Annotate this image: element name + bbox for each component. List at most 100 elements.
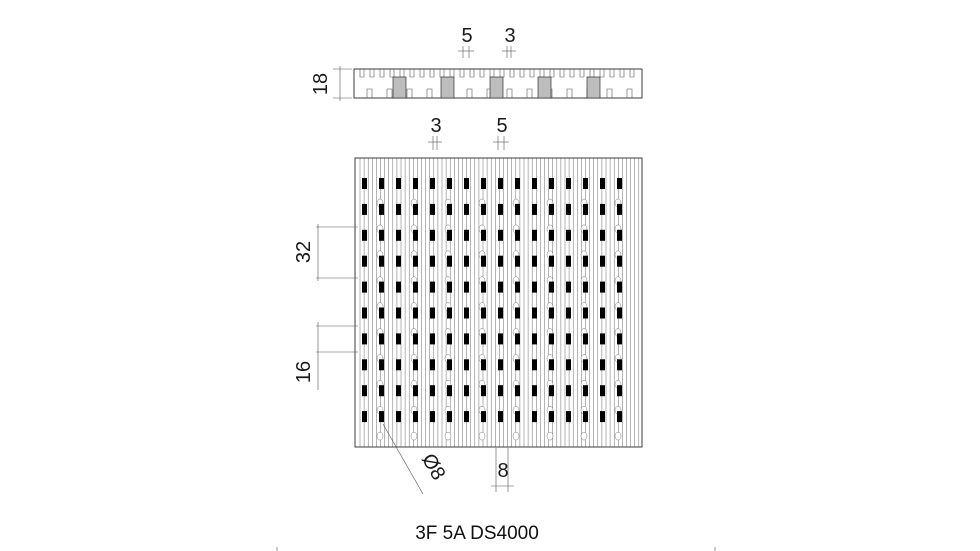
side-top-notch [609, 69, 615, 78]
side-top-notch [499, 69, 505, 78]
black-mark [481, 281, 486, 293]
black-mark [396, 307, 401, 319]
black-mark [532, 307, 537, 319]
black-mark [498, 178, 503, 189]
side-bottom-notch [386, 88, 393, 98]
black-mark [583, 178, 588, 189]
drainage-hole [614, 431, 622, 441]
black-mark [396, 178, 401, 189]
black-mark [481, 333, 486, 345]
black-mark [515, 307, 520, 319]
black-mark [600, 359, 605, 371]
black-mark [532, 203, 537, 215]
side-top-notch [379, 69, 385, 78]
black-mark [549, 359, 554, 371]
side-top-notch [619, 69, 625, 78]
black-mark [464, 333, 469, 345]
black-mark [447, 411, 452, 423]
black-mark [600, 229, 605, 241]
black-mark [396, 255, 401, 267]
black-mark [515, 203, 520, 215]
side-top-notch [409, 69, 415, 78]
black-mark [566, 229, 571, 241]
plan-dim-3-label: 3 [430, 115, 441, 137]
black-mark [532, 333, 537, 345]
half-pitch-16-label: 16 [293, 361, 315, 383]
plan-black-marks [362, 178, 622, 423]
black-mark [413, 281, 418, 293]
black-mark [413, 178, 418, 189]
black-mark [515, 281, 520, 293]
side-top-notch [429, 69, 435, 78]
black-mark [515, 229, 520, 241]
black-mark [583, 333, 588, 345]
black-mark [396, 229, 401, 241]
black-mark [498, 229, 503, 241]
side-top-notch [509, 69, 515, 78]
black-mark [396, 281, 401, 293]
black-mark [549, 229, 554, 241]
side-bottom-notch [626, 88, 633, 98]
black-mark [600, 385, 605, 397]
side-bottom-notch [506, 88, 513, 98]
black-mark [447, 203, 452, 215]
side-top-notch [459, 69, 465, 78]
black-mark [430, 359, 435, 371]
black-mark [396, 411, 401, 423]
black-mark [481, 359, 486, 371]
black-mark [413, 203, 418, 215]
plan-dim-5-label: 5 [496, 115, 507, 137]
black-mark [396, 333, 401, 345]
black-mark [617, 229, 622, 241]
black-mark [617, 359, 622, 371]
black-mark [464, 178, 469, 189]
hole-diameter-label: Ø8 [417, 450, 449, 484]
plan-view-outline [354, 157, 643, 448]
side-top-notch [629, 69, 635, 78]
drawing-caption: 3F 5A DS4000 [415, 523, 539, 544]
black-mark [464, 229, 469, 241]
pitch-32-ghost-label: 32 [270, 233, 292, 255]
black-mark [549, 333, 554, 345]
black-mark [583, 281, 588, 293]
side-bottom-notch [526, 88, 533, 98]
black-mark [362, 307, 367, 319]
plan-view: 3 5 32 32 16 16 Ø8 [270, 115, 643, 495]
black-mark [396, 203, 401, 215]
black-mark [413, 229, 418, 241]
drainage-hole [444, 431, 452, 441]
side-dim-5-label: 5 [461, 25, 472, 47]
black-mark [532, 359, 537, 371]
side-filled-cell [392, 76, 407, 99]
black-mark [600, 333, 605, 345]
side-top-notch [449, 69, 455, 78]
plan-top-dimension-right: 5 [493, 115, 509, 150]
black-mark [379, 203, 384, 215]
black-mark [617, 411, 622, 423]
black-mark [515, 359, 520, 371]
bottom-width-8-label: 8 [497, 460, 508, 482]
drainage-hole [580, 431, 588, 441]
drainage-hole [512, 431, 520, 441]
side-bottom-notch [606, 88, 613, 98]
black-mark [583, 307, 588, 319]
black-mark [498, 333, 503, 345]
side-filled-cell [489, 76, 504, 99]
side-top-dimension-right: 3 [502, 25, 516, 58]
black-mark [566, 307, 571, 319]
black-mark [379, 281, 384, 293]
black-mark [396, 385, 401, 397]
black-mark [532, 229, 537, 241]
black-mark [379, 333, 384, 345]
black-mark [362, 385, 367, 397]
side-view-filled-cells [392, 76, 601, 99]
black-mark [498, 255, 503, 267]
side-top-notch [569, 69, 575, 78]
black-mark [447, 178, 452, 189]
black-mark [379, 229, 384, 241]
black-mark [379, 255, 384, 267]
side-filled-cell [537, 76, 552, 99]
side-top-notch [549, 69, 555, 78]
black-mark [481, 385, 486, 397]
